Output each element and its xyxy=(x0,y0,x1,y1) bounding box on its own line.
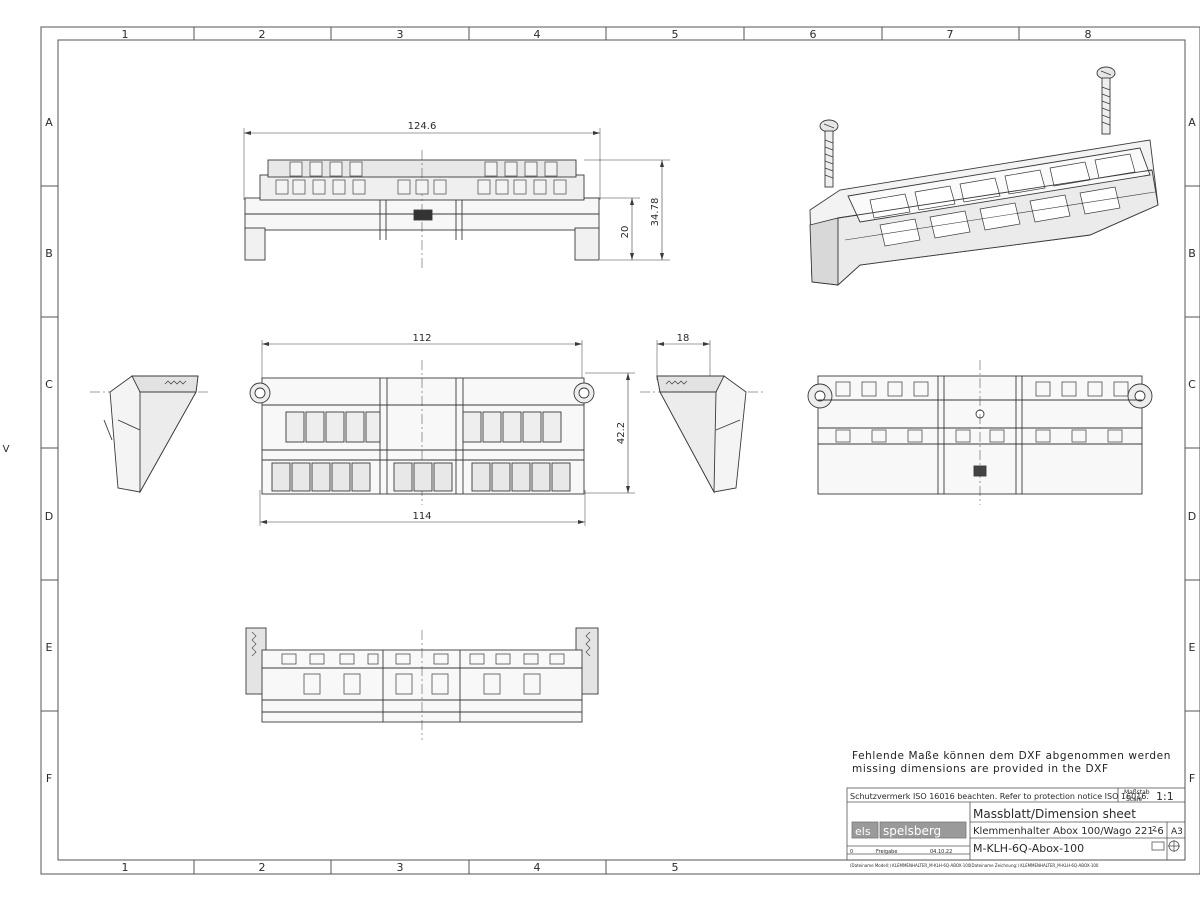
top-cells-lower xyxy=(271,462,571,492)
protection-notice: Schutzvermerk ISO 16016 beachten. Refer … xyxy=(850,792,1149,801)
dim-top-outer-width: 114 xyxy=(412,511,431,522)
col-label: 3 xyxy=(397,861,404,874)
release-label: Freigabe xyxy=(876,849,897,855)
top-view xyxy=(249,340,635,526)
title-block-text: Schutzvermerk ISO 16016 beachten. Refer … xyxy=(850,789,1183,868)
dim-top-height: 42.2 xyxy=(616,422,627,444)
screw-right xyxy=(1096,66,1116,135)
scale-label-en: Scale xyxy=(1126,796,1142,803)
row-label: B xyxy=(45,247,53,260)
rear-view xyxy=(807,360,1153,505)
row-label: E xyxy=(1189,641,1196,654)
dim-side-depth: 18 xyxy=(677,333,690,344)
note-german: Fehlende Maße können dem DXF abgenommen … xyxy=(852,750,1171,762)
title-block xyxy=(846,787,1186,861)
left-side-view xyxy=(90,375,210,494)
row-label: D xyxy=(1188,510,1196,523)
zone-labels: 1 2 3 4 5 6 7 8 1 2 3 4 5 A B C D E F A … xyxy=(3,28,1197,874)
drawing-filename: (Dateiname Zeichnung:) KLEMMENHALTER_M-K… xyxy=(970,863,1099,868)
col-label: 4 xyxy=(534,28,541,41)
sheet-title: Massblatt/Dimension sheet xyxy=(973,807,1136,821)
bottom-view xyxy=(245,627,599,740)
dim-top-inner-width: 112 xyxy=(412,333,431,344)
col-label: 7 xyxy=(947,28,954,41)
row-label: C xyxy=(45,378,53,391)
row-label: F xyxy=(46,772,52,785)
part-description-suffix: 2 xyxy=(1152,825,1156,833)
part-description: Klemmenhalter Abox 100/Wago 221-6 xyxy=(973,826,1164,837)
dim-front-width: 124.6 xyxy=(408,121,437,132)
right-side-dim-labels: 18 xyxy=(677,333,690,344)
model-filename: (Dateiname Modell:) KLEMMENHALTER_M-KLH-… xyxy=(850,863,971,868)
row-label: D xyxy=(45,510,53,523)
col-label: 2 xyxy=(259,861,266,874)
col-label: 3 xyxy=(397,28,404,41)
row-label: C xyxy=(1188,378,1196,391)
col-label: 8 xyxy=(1085,28,1092,41)
logo-letters: els xyxy=(855,825,871,838)
col-label: 1 xyxy=(122,28,129,41)
front-view xyxy=(243,128,670,270)
row-label: A xyxy=(1188,116,1196,129)
right-side-view xyxy=(640,340,765,494)
row-label: E xyxy=(46,641,53,654)
dim-front-height-small: 20 xyxy=(620,226,631,239)
screw-left xyxy=(819,119,839,188)
top-view-dim-labels: 112 114 42.2 xyxy=(412,333,627,522)
note-english: missing dimensions are provided in the D… xyxy=(852,763,1109,775)
dim-front-height-large: 34.78 xyxy=(650,198,661,227)
scale-label-de: Maßstab xyxy=(1124,789,1150,796)
col-label: 4 xyxy=(534,861,541,874)
revision: 0 xyxy=(850,849,853,855)
col-label: 5 xyxy=(672,861,679,874)
front-view-dim-labels: 124.6 20 34.78 xyxy=(408,121,661,238)
sheet-frame xyxy=(40,26,1200,875)
col-label: 5 xyxy=(672,28,679,41)
isometric-view xyxy=(809,66,1159,287)
paper-format: A3 xyxy=(1171,827,1183,837)
row-label: A xyxy=(45,116,53,129)
top-cells-upper xyxy=(285,411,562,443)
side-label: V xyxy=(3,444,10,455)
scale-value: 1:1 xyxy=(1156,790,1174,803)
company-logo: spelsberg xyxy=(883,824,941,838)
col-label: 2 xyxy=(259,28,266,41)
release-date: 04.10.22 xyxy=(930,849,952,855)
part-number: M-KLH-6Q-Abox-100 xyxy=(973,842,1084,855)
col-label: 6 xyxy=(810,28,817,41)
row-label: B xyxy=(1188,247,1196,260)
col-label: 1 xyxy=(122,861,129,874)
row-label: F xyxy=(1189,772,1195,785)
